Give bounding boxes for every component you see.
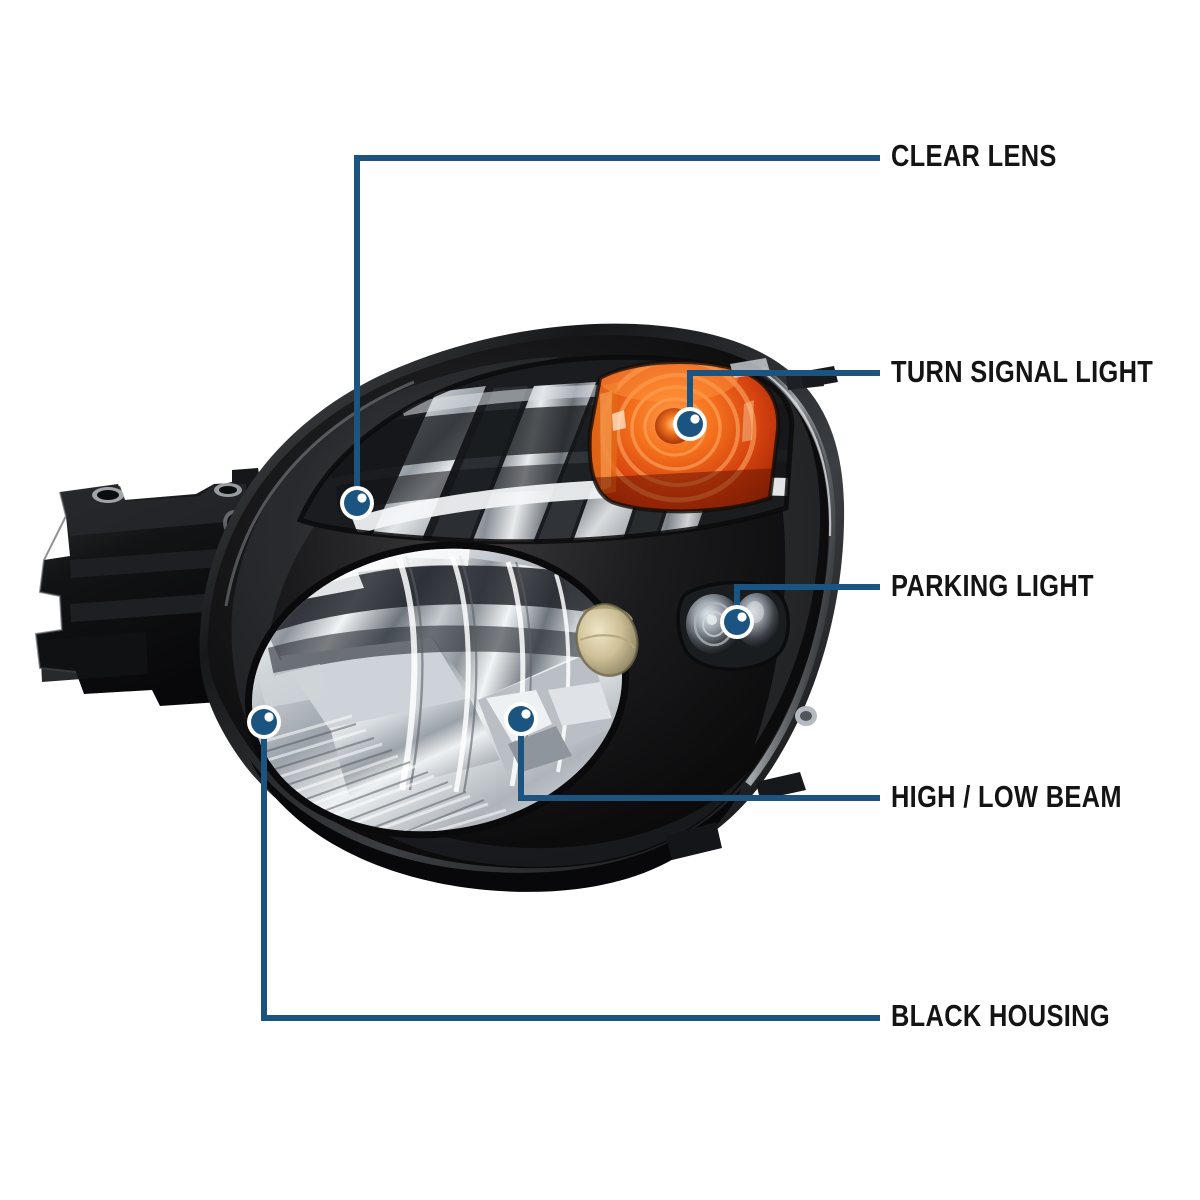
leader-line-turn-signal-light	[687, 370, 880, 424]
callout-black-housing[interactable]	[247, 705, 880, 1021]
marker-highlight-turn-signal-light	[690, 414, 700, 424]
callout-label-black-housing: BLACK HOUSING	[891, 998, 1110, 1033]
mounting-bracket	[34, 468, 262, 706]
leader-line-black-housing	[261, 722, 880, 1021]
callout-label-high-low-beam: HIGH / LOW BEAM	[891, 779, 1122, 814]
marker-highlight-high-low-beam	[521, 709, 531, 719]
callout-parking-light[interactable]	[720, 584, 880, 639]
leader-line-high-low-beam	[518, 719, 880, 801]
marker-dot-turn-signal-light	[677, 411, 703, 437]
marker-dot-black-housing	[251, 709, 277, 735]
marker-dot-parking-light	[724, 609, 750, 635]
leader-line-parking-light	[734, 584, 880, 622]
callout-label-turn-signal-light: TURN SIGNAL LIGHT	[891, 354, 1154, 389]
bulb-cap	[575, 603, 639, 677]
high-low-beam-reflector	[240, 540, 640, 840]
marker-highlight-clear-lens	[357, 493, 367, 503]
callout-high-low-beam[interactable]	[504, 702, 880, 801]
marker-highlight-parking-light	[737, 612, 747, 622]
marker-dot-high-low-beam	[508, 706, 534, 732]
leader-line-clear-lens	[354, 155, 880, 503]
marker-highlight-black-housing	[264, 712, 274, 722]
callout-clear-lens[interactable]	[340, 155, 880, 520]
callout-label-clear-lens: CLEAR LENS	[891, 138, 1057, 173]
callout-turn-signal-light[interactable]	[673, 370, 880, 441]
callout-label-parking-light: PARKING LIGHT	[891, 568, 1094, 603]
marker-dot-clear-lens	[344, 490, 370, 516]
